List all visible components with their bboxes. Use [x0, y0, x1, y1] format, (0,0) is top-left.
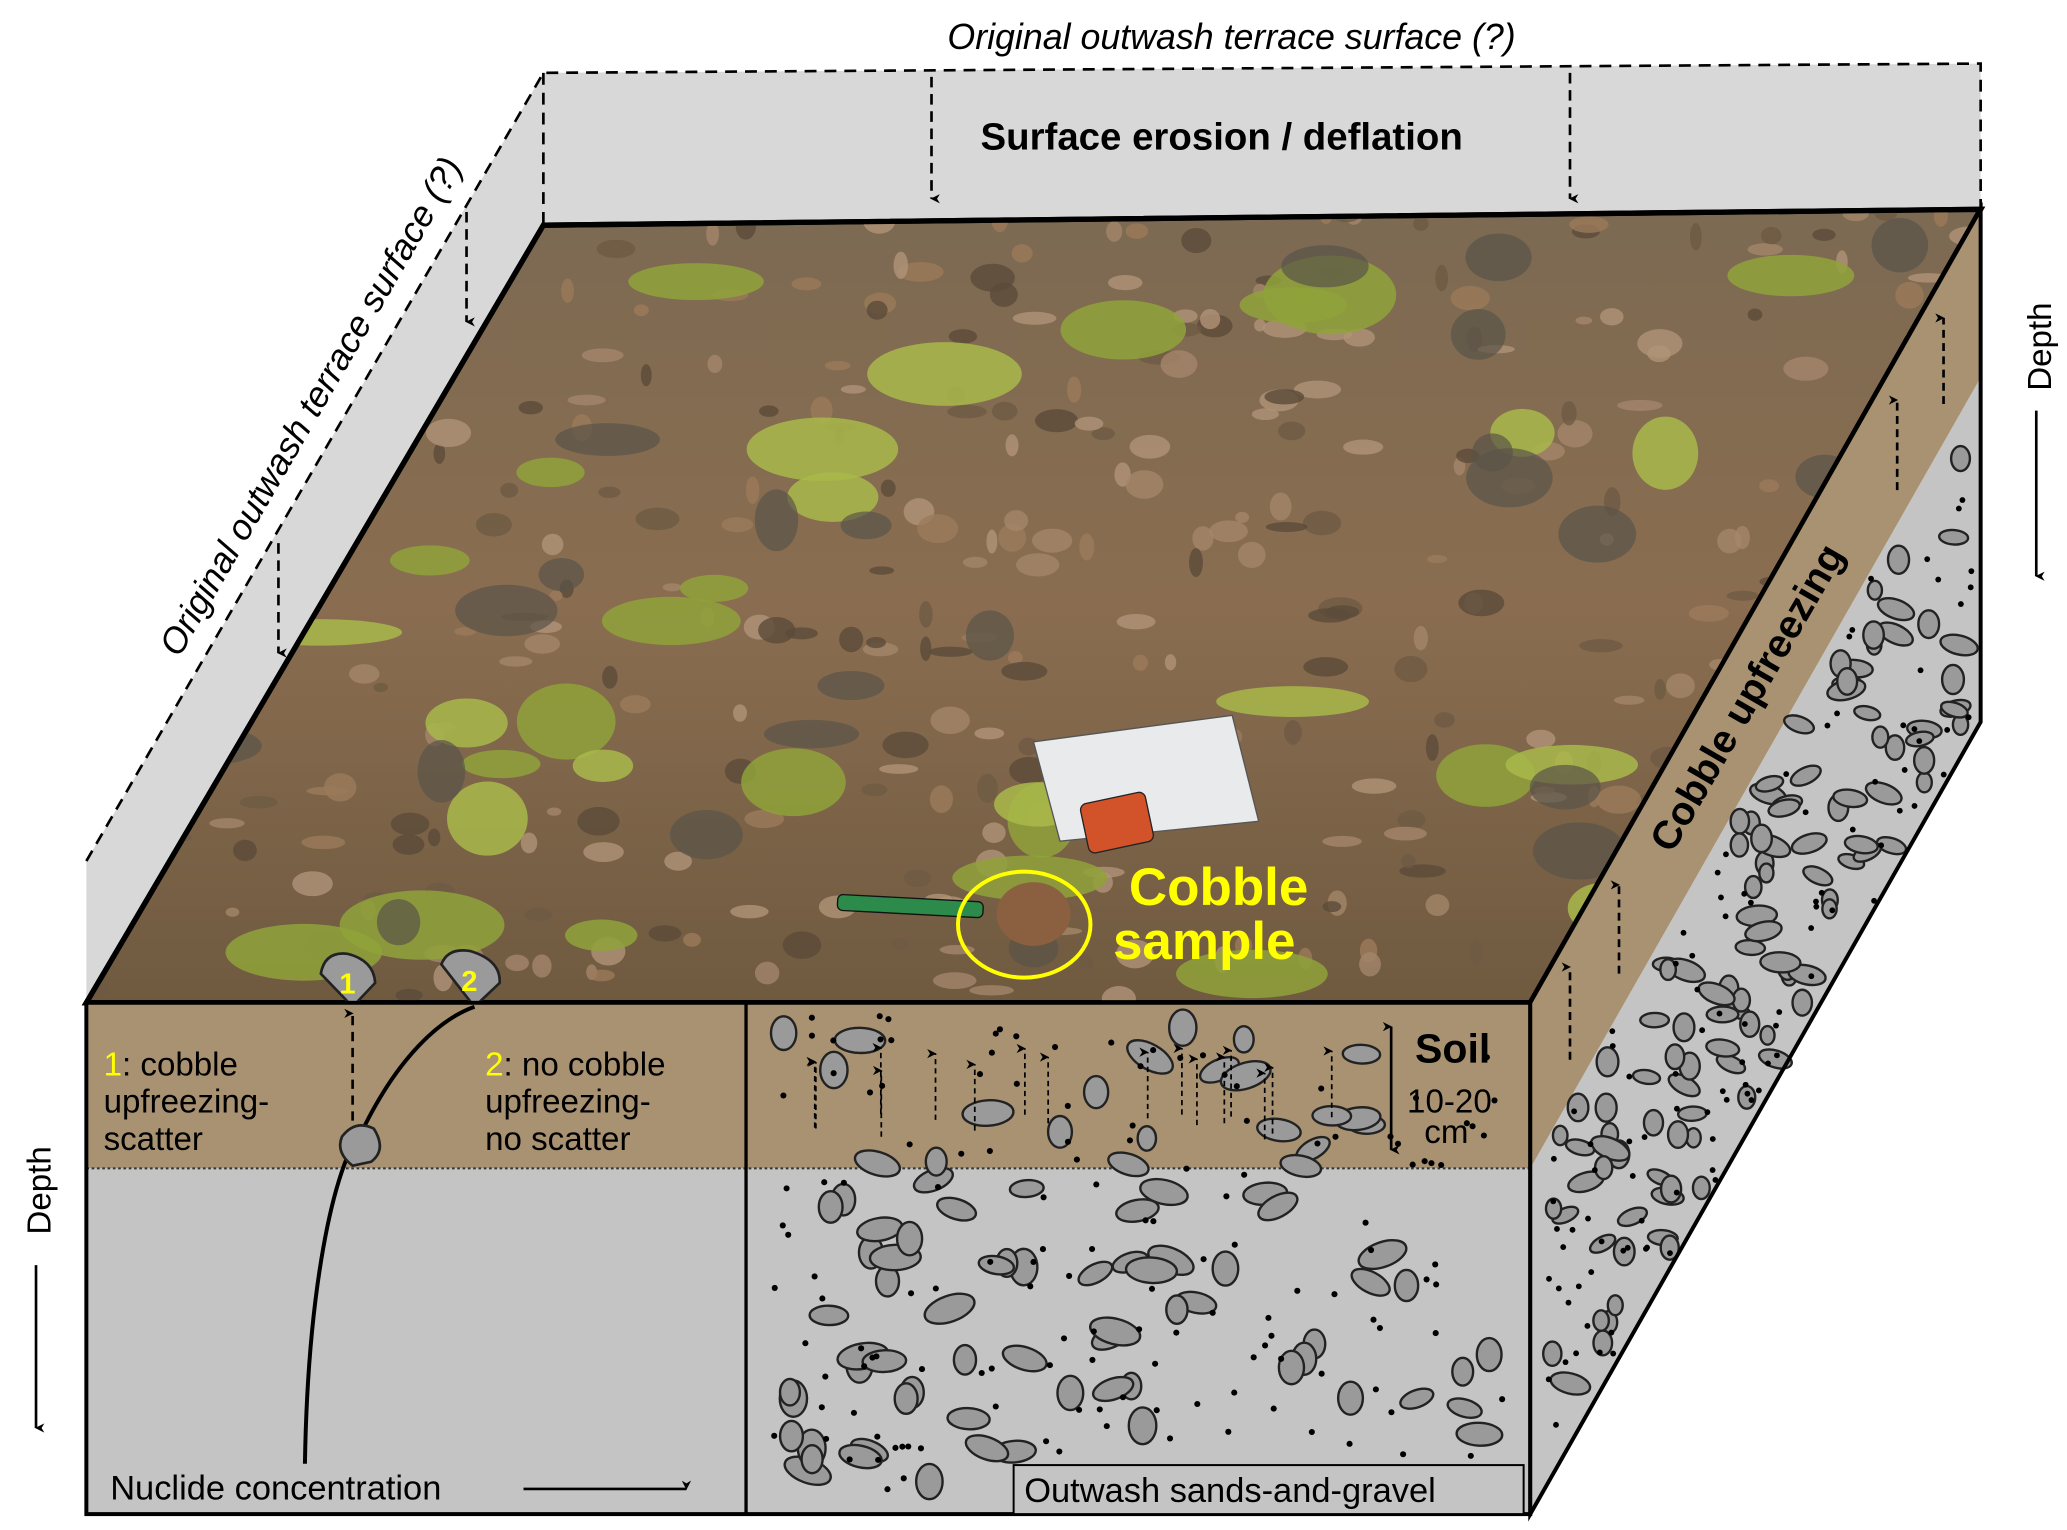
- soil-thickness-label: 10-20: [1407, 1084, 1492, 1121]
- svg-text:no scatter: no scatter: [485, 1121, 630, 1158]
- eroded-left-band: [86, 72, 544, 1003]
- outwash-label: Outwash sands-and-gravel: [1024, 1472, 1436, 1510]
- right-cobbles: [1542, 444, 1979, 1428]
- cobble-sample-label: Cobble: [1129, 858, 1309, 917]
- svg-text:upfreezing-: upfreezing-: [104, 1084, 270, 1121]
- soil-label: Soil: [1415, 1025, 1490, 1071]
- marker-2-label: 2: [461, 966, 477, 998]
- eroded-top-band: [543, 63, 1981, 226]
- svg-text:scatter: scatter: [104, 1121, 203, 1158]
- original-surface-outline: [85, 62, 1982, 862]
- svg-text:1: cobble: 1: cobble: [104, 1047, 238, 1084]
- cobble-marker-2: [439, 949, 501, 1009]
- marker-1-label: 1: [339, 969, 355, 1001]
- erosion-label: Surface erosion / deflation: [981, 116, 1463, 159]
- outwash-label-box: [1012, 1464, 1525, 1516]
- top-surface-label: Original outwash terrace surface (?): [947, 17, 1515, 57]
- svg-text:2: no cobble: 2: no cobble: [485, 1047, 665, 1084]
- upfreezing-arrows: [1561, 313, 1945, 1060]
- soil-thickness-unit: cm: [1424, 1114, 1468, 1151]
- buried-cobble: [338, 1124, 382, 1168]
- case-2-text: 2: no cobble upfreezing- no scatter: [485, 1047, 665, 1158]
- erosion-arrows: [277, 72, 1579, 658]
- depth-right-label: Depth: [2022, 302, 2059, 390]
- cobble-sample-label-2: sample: [1113, 912, 1296, 971]
- nuclide-concentration-label: Nuclide concentration: [110, 1470, 441, 1508]
- cobble-sample-circle: [956, 869, 1093, 980]
- cobble-marker-1: [319, 952, 377, 1009]
- field-notebook: [836, 714, 1260, 946]
- front-cobbles: [769, 1008, 1506, 1501]
- right-soil-face: [1530, 209, 1981, 1169]
- case-1-text: 1: cobble upfreezing- scatter: [104, 1047, 270, 1158]
- svg-text:upfreezing-: upfreezing-: [485, 1084, 651, 1121]
- depth-left-label: Depth: [22, 1146, 59, 1234]
